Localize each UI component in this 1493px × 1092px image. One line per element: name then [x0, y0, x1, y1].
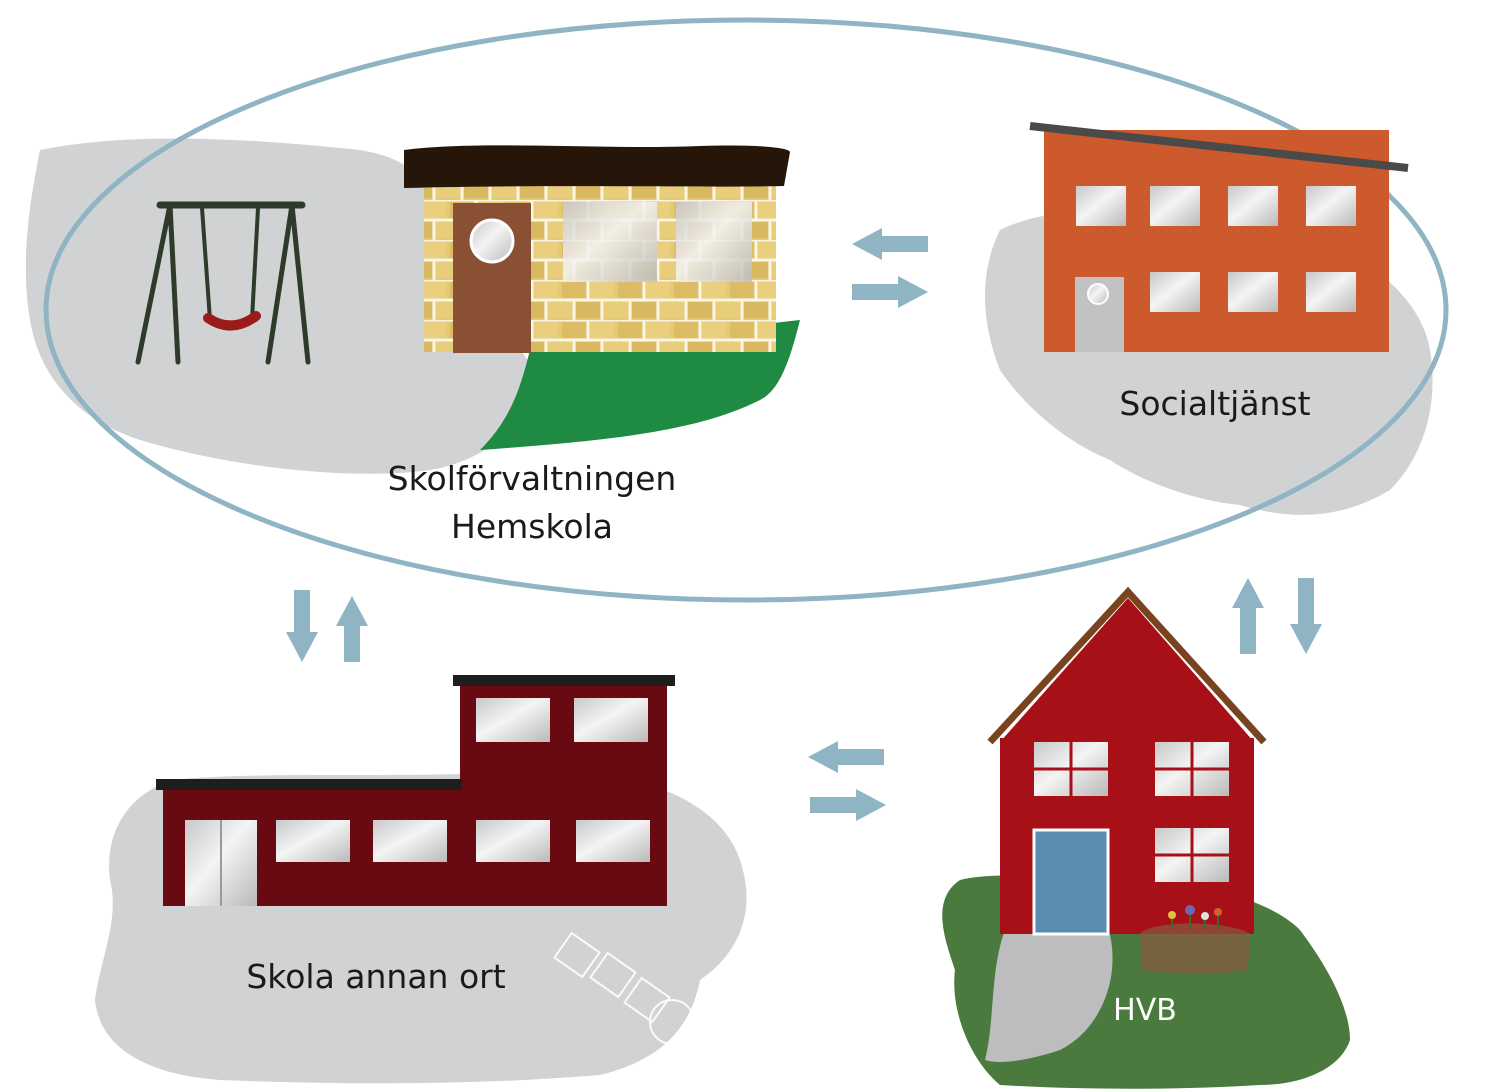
- window: [476, 820, 550, 862]
- arrow-right-top: [852, 276, 928, 308]
- window: [676, 202, 752, 282]
- roof-edge: [987, 586, 1267, 745]
- arrow-right-bottom: [810, 789, 886, 821]
- arrow-left-bottom: [808, 741, 884, 773]
- door: [1032, 828, 1110, 936]
- arrow-down-left: [286, 590, 318, 662]
- hopscotch-sketch: [553, 931, 695, 1045]
- window: [1150, 186, 1200, 226]
- roof: [404, 145, 790, 188]
- flower-bed: [1140, 905, 1250, 974]
- window: [1228, 272, 1278, 312]
- window: [476, 698, 550, 742]
- label-hvb: HVB: [1113, 993, 1177, 1028]
- label-hemskola: Hemskola: [451, 507, 613, 546]
- door-window: [469, 218, 515, 264]
- label-socialtjanst: Socialtjänst: [1119, 384, 1311, 423]
- blob-home-school: [25, 138, 541, 474]
- gable: [1000, 598, 1254, 742]
- arrow-left-top: [852, 228, 928, 260]
- window: [574, 698, 648, 742]
- arrow-up-left: [336, 596, 368, 662]
- roof-line: [1029, 122, 1409, 172]
- arrow-up-right: [1232, 578, 1264, 654]
- door-window: [1087, 283, 1109, 305]
- other-school-building: [156, 675, 695, 1045]
- window: [276, 820, 350, 862]
- window: [1306, 272, 1356, 312]
- hvb-house-building: [942, 586, 1350, 1089]
- window: [373, 820, 447, 862]
- label-skolforvaltningen: Skolförvaltningen: [387, 459, 677, 498]
- window: [1306, 186, 1356, 226]
- arrows: [286, 228, 1322, 821]
- window: [1228, 186, 1278, 226]
- roof-tall: [453, 675, 675, 686]
- window: [1076, 186, 1126, 226]
- roof-low: [156, 779, 462, 790]
- window: [563, 202, 657, 282]
- hvb-grey-path: [985, 930, 1113, 1062]
- home-school-building: [404, 145, 800, 450]
- social-services-building: [1029, 122, 1409, 352]
- window: [576, 820, 650, 862]
- swing-set-icon: [135, 201, 311, 365]
- arrow-down-right: [1290, 578, 1322, 654]
- window: [1150, 272, 1200, 312]
- boundary-ellipse: [43, 17, 1449, 603]
- grass: [480, 320, 800, 450]
- label-skola-annan-ort: Skola annan ort: [246, 957, 506, 996]
